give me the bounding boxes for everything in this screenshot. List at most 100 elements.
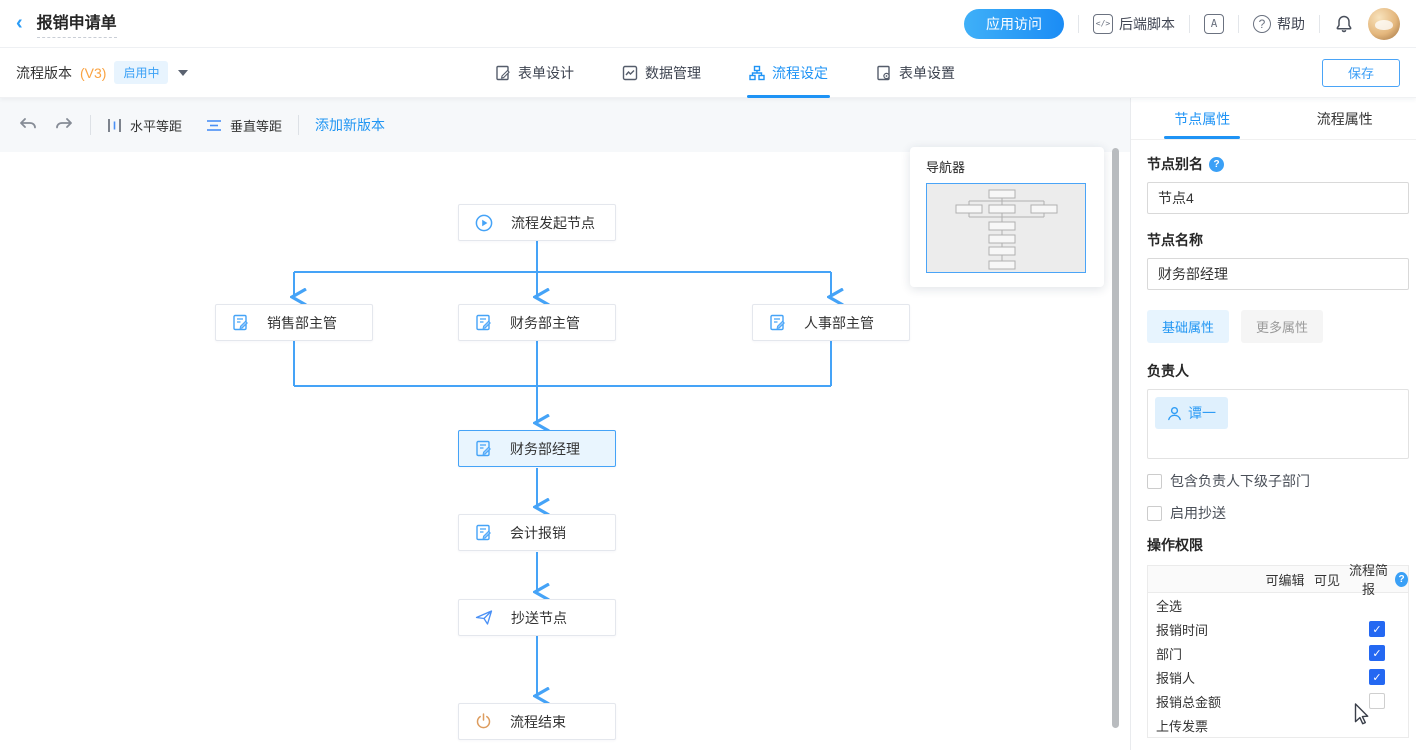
permissions-table: 可编辑 可见 流程简报 ? 全选 报销时间 — [1147, 563, 1409, 738]
divider — [1319, 14, 1320, 33]
flow-canvas[interactable]: 水平等距 垂直等距 添加新版本 − 100% + — [0, 98, 1130, 750]
table-row: 部门 — [1148, 641, 1408, 665]
node-label: 抄送节点 — [511, 609, 567, 626]
back-icon[interactable]: ‹ — [16, 12, 23, 34]
divider — [1238, 14, 1239, 33]
table-row: 上传发票 — [1148, 713, 1408, 737]
tab-label: 表单设计 — [518, 64, 574, 81]
navigator-minimap[interactable] — [926, 183, 1086, 273]
brief-checkbox[interactable] — [1369, 669, 1385, 685]
version-selector[interactable]: 流程版本 (V3) 启用中 — [16, 61, 189, 84]
save-button[interactable]: 保存 — [1322, 58, 1400, 87]
flow-node-finance-supervisor[interactable]: 财务部主管 — [458, 304, 616, 341]
app-access-button[interactable]: 应用访问 — [964, 8, 1064, 39]
chevron-down-icon[interactable] — [178, 69, 189, 76]
version-bar: 流程版本 (V3) 启用中 表单设计 数据管理 流程设定 表单设置 保存 — [0, 48, 1416, 98]
play-circle-icon — [475, 214, 493, 231]
flow-node-cc[interactable]: 抄送节点 — [458, 599, 616, 636]
owner-chip[interactable]: 谭一 — [1155, 397, 1228, 429]
brief-checkbox[interactable] — [1369, 645, 1385, 661]
vertical-spacing-button[interactable]: 垂直等距 — [206, 116, 282, 135]
backend-script-label: 后端脚本 — [1119, 15, 1175, 32]
tab-form-settings[interactable]: 表单设置 — [876, 48, 955, 98]
notification-bell-icon[interactable] — [1334, 14, 1354, 34]
version-number: (V3) — [80, 64, 107, 81]
col-brief-label: 流程简报 — [1349, 563, 1389, 597]
user-avatar[interactable] — [1368, 7, 1400, 40]
divider — [1078, 14, 1079, 33]
question-icon: ? — [1253, 14, 1271, 33]
basic-props-button[interactable]: 基础属性 — [1147, 310, 1230, 343]
row-label: 报销总金额 — [1156, 694, 1222, 710]
flow-node-accounting[interactable]: 会计报销 — [458, 514, 616, 551]
enable-cc-label: 启用抄送 — [1170, 505, 1226, 521]
permissions-header: 可编辑 可见 流程简报 ? — [1148, 563, 1408, 597]
backend-script-button[interactable]: </> 后端脚本 — [1093, 13, 1175, 34]
divider — [90, 115, 91, 135]
row-label: 报销人 — [1156, 670, 1196, 686]
page-title[interactable]: 报销申请单 — [36, 9, 117, 38]
tab-flow-settings[interactable]: 流程设定 — [747, 48, 830, 98]
add-version-link[interactable]: 添加新版本 — [315, 117, 386, 133]
permissions-title: 操作权限 — [1147, 537, 1203, 553]
main-area: 水平等距 垂直等距 添加新版本 − 100% + — [0, 98, 1416, 750]
tab-label: 数据管理 — [645, 64, 701, 81]
navigator-title: 导航器 — [926, 160, 966, 175]
design-tabs: 表单设计 数据管理 流程设定 表单设置 — [495, 48, 955, 98]
flow-node-start[interactable]: 流程发起节点 — [458, 204, 616, 241]
include-subdept-checkbox-row[interactable]: 包含负责人下级子部门 — [1147, 471, 1408, 491]
tab-flow-properties[interactable]: 流程属性 — [1316, 110, 1373, 127]
owner-box[interactable]: 谭一 — [1147, 389, 1409, 459]
flow-node-end[interactable]: 流程结束 — [458, 703, 616, 740]
node-alias-label-row: 节点别名 ? — [1147, 154, 1408, 174]
tab-data-management[interactable]: 数据管理 — [622, 48, 701, 98]
undo-icon[interactable] — [18, 116, 38, 134]
tab-form-design[interactable]: 表单设计 — [495, 48, 574, 98]
version-label: 流程版本 — [16, 64, 72, 81]
redo-icon[interactable] — [54, 116, 74, 134]
include-subdept-label: 包含负责人下级子部门 — [1170, 473, 1310, 489]
code-icon: </> — [1093, 13, 1113, 34]
help-badge-icon[interactable]: ? — [1395, 571, 1408, 587]
node-label: 财务部主管 — [510, 314, 580, 331]
tab-node-properties[interactable]: 节点属性 — [1131, 98, 1274, 139]
brief-checkbox[interactable] — [1369, 693, 1385, 709]
node-label: 流程结束 — [510, 713, 566, 730]
property-mode-buttons: 基础属性 更多属性 — [1147, 310, 1408, 343]
node-label: 人事部主管 — [804, 314, 874, 331]
flow-node-hr-supervisor[interactable]: 人事部主管 — [752, 304, 910, 341]
top-header: ‹ 报销申请单 应用访问 </> 后端脚本 A ? 帮助 — [0, 0, 1416, 48]
checkbox-unchecked-icon[interactable] — [1147, 473, 1162, 489]
row-label: 报销时间 — [1156, 622, 1209, 638]
tab-label: 表单设置 — [899, 64, 955, 81]
horizontal-spacing-button[interactable]: 水平等距 — [107, 116, 182, 135]
flow-node-finance-manager[interactable]: 财务部经理 — [458, 430, 616, 467]
more-props-button[interactable]: 更多属性 — [1241, 310, 1324, 343]
paper-plane-icon — [475, 610, 493, 625]
divider — [1189, 14, 1190, 33]
status-badge: 启用中 — [114, 61, 169, 84]
brief-checkbox[interactable] — [1369, 621, 1385, 637]
node-alias-input[interactable] — [1147, 182, 1409, 214]
power-icon — [476, 713, 491, 729]
language-icon[interactable]: A — [1204, 13, 1224, 34]
vertical-scrollbar[interactable] — [1112, 148, 1119, 728]
node-name-label: 节点名称 — [1147, 232, 1203, 248]
vertical-spacing-icon — [207, 119, 222, 131]
navigator-panel: 导航器 — [910, 147, 1104, 287]
canvas-toolbar: 水平等距 垂直等距 添加新版本 — [0, 98, 1130, 152]
flow-node-sales-supervisor[interactable]: 销售部主管 — [215, 304, 373, 341]
table-row: 报销人 — [1148, 665, 1408, 689]
node-name-input[interactable] — [1147, 258, 1409, 290]
enable-cc-checkbox-row[interactable]: 启用抄送 — [1147, 503, 1408, 523]
approval-doc-icon — [476, 524, 491, 541]
node-label: 会计报销 — [510, 524, 566, 541]
help-button[interactable]: ? 帮助 — [1253, 14, 1305, 34]
divider — [298, 115, 300, 135]
approval-doc-icon — [476, 440, 491, 457]
row-label: 部门 — [1156, 646, 1183, 662]
checkbox-unchecked-icon[interactable] — [1147, 505, 1162, 521]
properties-panel: 节点属性 流程属性 节点别名 ? 节点名称 基础属性 更多属性 负责人 — [1130, 98, 1416, 750]
help-badge-icon[interactable]: ? — [1209, 156, 1224, 172]
